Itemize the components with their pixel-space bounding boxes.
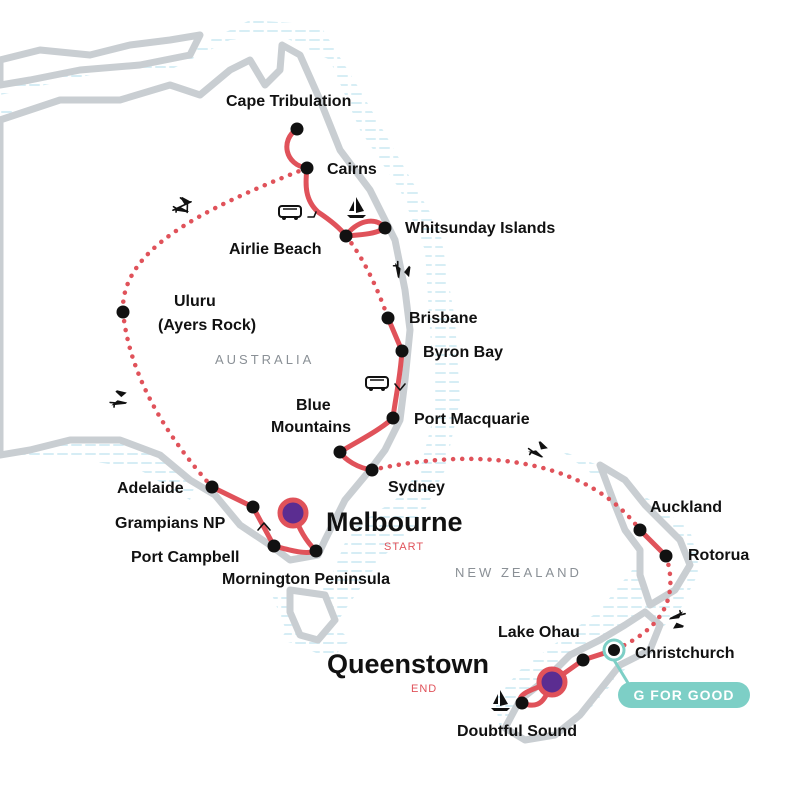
label-blue-mountains: Blue (296, 397, 331, 414)
label-whitsunday-islands: Whitsunday Islands (405, 220, 555, 237)
region-label-new-zealand: NEW ZEALAND (455, 565, 582, 580)
plane-icon (527, 441, 548, 458)
stop-marker-christchurch[interactable] (608, 644, 620, 656)
stop-marker-auckland[interactable] (633, 523, 647, 537)
stop-marker-adelaide[interactable] (205, 480, 219, 494)
stop-marker-airlie-beach[interactable] (339, 229, 353, 243)
label-port-macquarie: Port Macquarie (414, 411, 530, 428)
stop-marker-doubtful-sound[interactable] (515, 696, 529, 710)
label-brisbane: Brisbane (409, 310, 478, 327)
end-tag: END (411, 683, 437, 695)
stop-marker-grampians[interactable] (246, 500, 260, 514)
stop-marker-whitsunday-islands[interactable] (378, 221, 392, 235)
route-arrow-icon (307, 211, 317, 218)
stop-labels: Cape Tribulation Cairns Whitsunday Islan… (115, 93, 749, 740)
label-rotorua: Rotorua (688, 547, 749, 564)
sailboat-icon (347, 197, 366, 218)
label-blue-mountains-sub: Mountains (271, 419, 351, 436)
label-lake-ohau: Lake Ohau (498, 624, 580, 641)
tasmania (286, 586, 339, 644)
plane-icon (109, 390, 128, 408)
label-christchurch: Christchurch (635, 645, 735, 662)
sailboat-icon (491, 690, 510, 711)
label-cape-tribulation: Cape Tribulation (226, 93, 351, 110)
new-guinea-coast (0, 31, 204, 89)
plane-icon (172, 197, 192, 214)
label-airlie-beach: Airlie Beach (229, 241, 321, 258)
label-grampians: Grampians NP (115, 515, 226, 532)
end-city-label: Queenstown (327, 649, 489, 679)
label-byron-bay: Byron Bay (423, 344, 503, 361)
stop-markers (116, 122, 673, 710)
bus-icon (365, 376, 389, 391)
stop-marker-cape-tribulation[interactable] (290, 122, 304, 136)
label-uluru-sub: (Ayers Rock) (158, 317, 256, 334)
stop-marker-byron-bay[interactable] (395, 344, 409, 358)
label-sydney: Sydney (388, 479, 445, 496)
stop-marker-lake-ohau[interactable] (576, 653, 590, 667)
stop-marker-rotorua[interactable] (659, 549, 673, 563)
flight-paths (120, 165, 673, 653)
label-port-campbell: Port Campbell (131, 549, 239, 566)
label-uluru: Uluru (174, 293, 216, 310)
label-adelaide: Adelaide (117, 480, 184, 497)
g-for-good-label: G FOR GOOD (634, 687, 735, 703)
stop-marker-brisbane[interactable] (381, 311, 395, 325)
stop-marker-port-campbell[interactable] (267, 539, 281, 553)
start-tag: START (384, 541, 424, 553)
stop-marker-cairns[interactable] (300, 161, 314, 175)
route-arrow-icon (394, 383, 406, 391)
start-city-label: Melbourne (326, 507, 463, 537)
route-arrow-icon (257, 522, 271, 531)
label-mornington: Mornington Peninsula (222, 571, 390, 588)
plane-icon (669, 609, 686, 629)
bus-icon (278, 205, 302, 220)
label-doubtful-sound: Doubtful Sound (457, 723, 577, 740)
label-cairns: Cairns (327, 161, 377, 178)
stop-marker-port-macquarie[interactable] (386, 411, 400, 425)
region-label-australia: AUSTRALIA (215, 352, 314, 367)
g-for-good-badge[interactable]: G FOR GOOD (612, 659, 750, 708)
stop-marker-uluru[interactable] (116, 305, 130, 319)
start-marker-melbourne[interactable] (277, 497, 309, 529)
end-marker-queenstown[interactable] (536, 666, 568, 698)
stop-marker-mornington[interactable] (309, 544, 323, 558)
plane-icon (392, 260, 411, 279)
stop-marker-blue-mountains[interactable] (333, 445, 347, 459)
label-auckland: Auckland (650, 499, 722, 516)
stop-marker-sydney[interactable] (365, 463, 379, 477)
